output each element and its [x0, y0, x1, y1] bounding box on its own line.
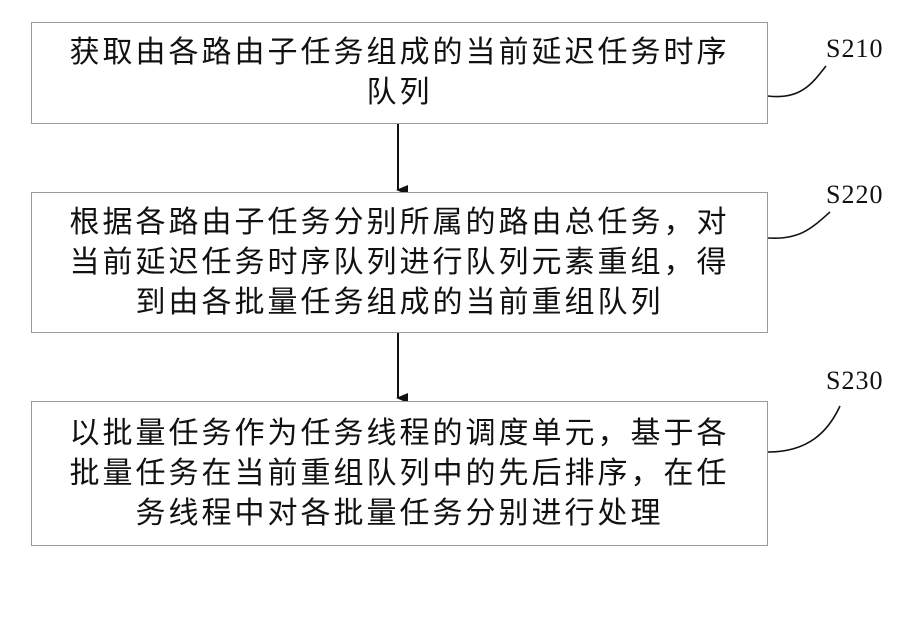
label-leader-s210 — [768, 66, 826, 97]
step-text-s210: 获取由各路由子任务组成的当前延迟任务时序 队列 — [70, 33, 730, 113]
label-leader-s230 — [768, 406, 840, 452]
step-label-s210: S210 — [826, 34, 883, 64]
step-label-s230: S230 — [826, 366, 883, 396]
step-text-s230: 以批量任务作为任务线程的调度单元，基于各 批量任务在当前重组队列中的先后排序，在… — [70, 414, 730, 534]
label-leader-s220 — [768, 212, 830, 238]
step-box-s220: 根据各路由子任务分别所属的路由总任务，对 当前延迟任务时序队列进行队列元素重组，… — [31, 192, 768, 333]
step-box-s230: 以批量任务作为任务线程的调度单元，基于各 批量任务在当前重组队列中的先后排序，在… — [31, 401, 768, 546]
step-text-s220: 根据各路由子任务分别所属的路由总任务，对 当前延迟任务时序队列进行队列元素重组，… — [70, 203, 730, 323]
step-box-s210: 获取由各路由子任务组成的当前延迟任务时序 队列 — [31, 22, 768, 124]
step-label-s220: S220 — [826, 180, 883, 210]
